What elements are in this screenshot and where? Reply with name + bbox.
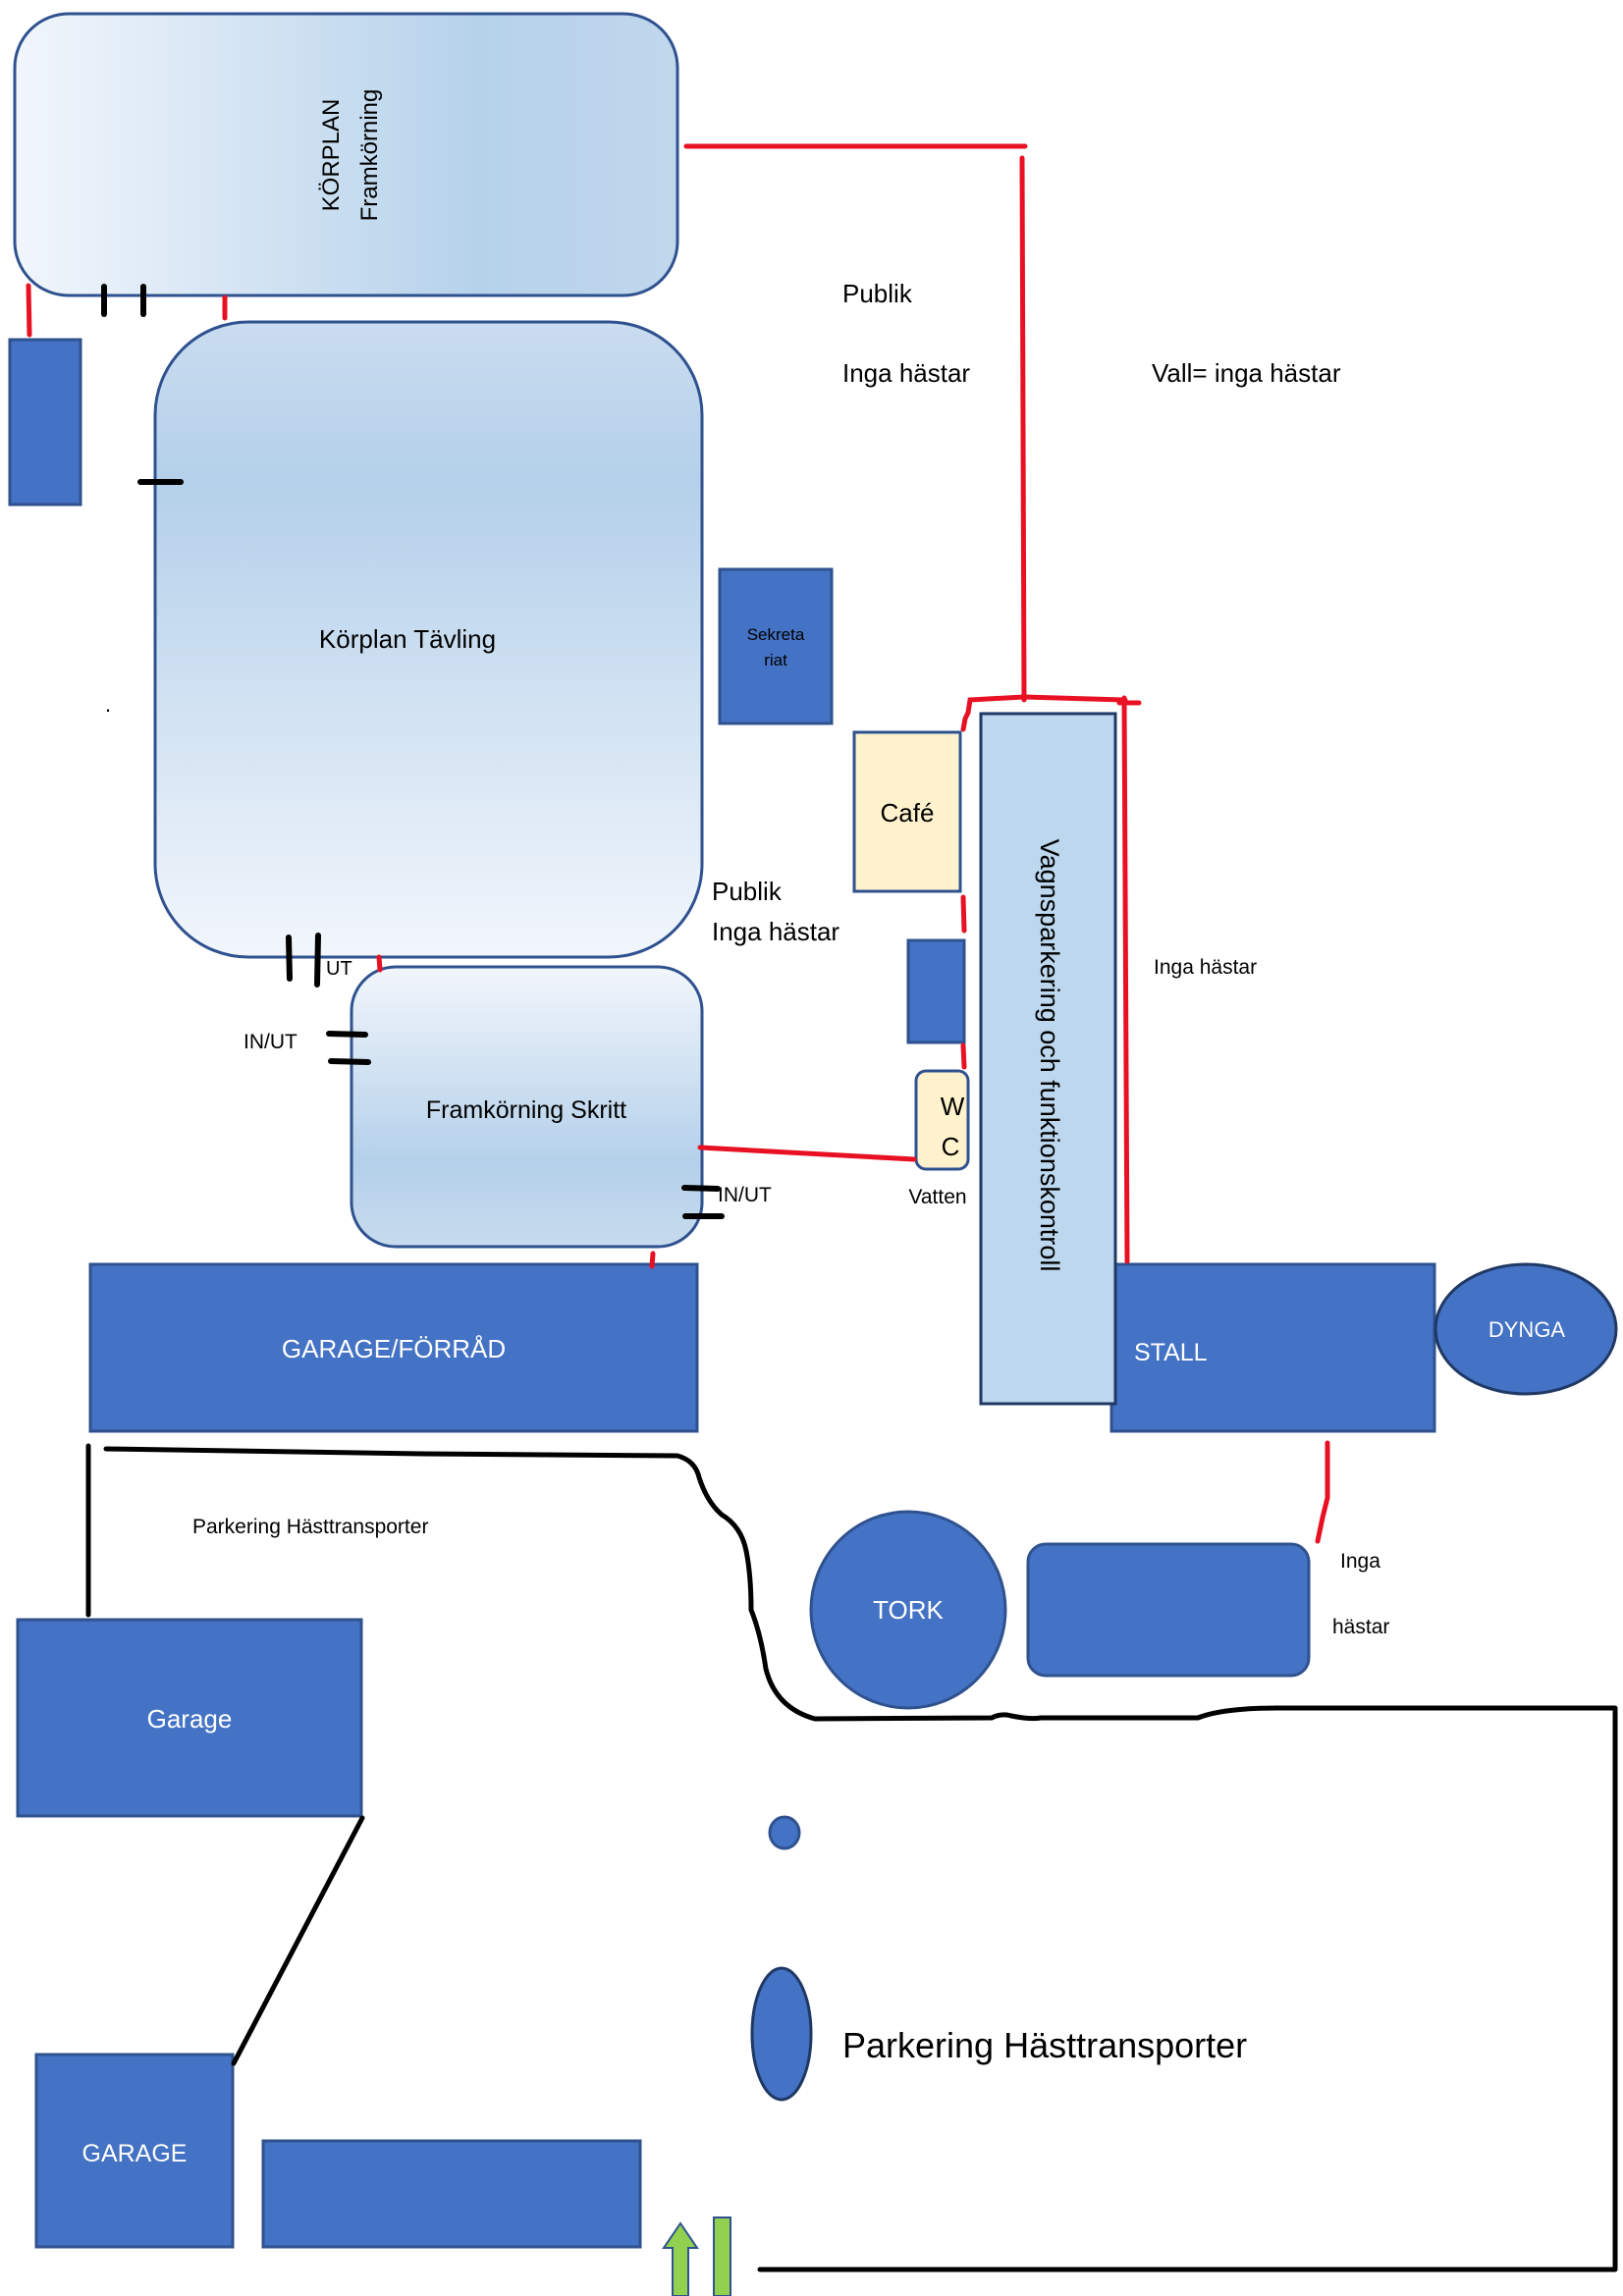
stall-building: STALL <box>1109 1262 1436 1433</box>
parkering-large-label: Parkering Hästtransporter <box>842 2025 1247 2065</box>
publik-mid-label: Publik <box>712 877 783 906</box>
tork-label: TORK <box>873 1595 944 1625</box>
stall-label: STALL <box>1134 1339 1208 1366</box>
korplan-framkorning-label-1: KÖRPLAN <box>318 99 345 212</box>
sekretariat-building: Sekreta riat <box>718 567 834 725</box>
sekretariat-label-1: Sekreta <box>747 625 805 644</box>
inga-hastar-mid-label: Inga hästar <box>712 917 839 946</box>
garage-upper-building: GARAGE <box>34 2053 235 2249</box>
in-ut-left-label: IN/UT <box>243 1031 298 1053</box>
dynga-label: DYNGA <box>1488 1317 1566 1342</box>
publik-top-label: Publik <box>842 279 913 308</box>
garage-label: Garage <box>147 1704 233 1734</box>
wc-building: W C <box>914 1069 970 1171</box>
garage-forrad-building: GARAGE/FÖRRÅD <box>88 1262 699 1433</box>
framkorning-skritt-area: Framkörning Skritt <box>350 965 704 1249</box>
wc-label-2: C <box>942 1132 960 1161</box>
small-building-left <box>8 338 82 507</box>
cafe-building: Café <box>852 730 962 893</box>
small-circle-marker <box>768 1815 801 1850</box>
inga-hastar-top-label: Inga hästar <box>842 358 970 388</box>
garage-building: Garage <box>16 1618 363 1818</box>
korplan-tavling-area: Körplan Tävling <box>153 320 704 959</box>
entrance-arrow-icon <box>662 2216 731 2296</box>
building-next-to-tork <box>1026 1542 1311 1678</box>
sekretariat-label-2: riat <box>764 651 787 669</box>
building-bottom <box>261 2139 642 2249</box>
gate-markers <box>101 284 725 1219</box>
in-ut-right-label: IN/UT <box>718 1184 772 1206</box>
korplan-framkorning-area: KÖRPLAN Framkörning <box>13 12 679 297</box>
framkorning-skritt-label: Framkörning Skritt <box>426 1096 626 1124</box>
garage-forrad-label: GARAGE/FÖRRÅD <box>282 1334 506 1363</box>
garage-upper-label: GARAGE <box>82 2140 188 2167</box>
inga-label: Inga <box>1340 1550 1380 1573</box>
parkering-small-label: Parkering Hästtransporter <box>192 1516 428 1538</box>
ut-label: UT <box>326 958 352 980</box>
vagnsparkering-area: Vagnsparkering och funktionskontroll <box>979 712 1117 1406</box>
korplan-framkorning-label-2: Framkörning <box>356 89 383 222</box>
vagnsparkering-label: Vagnsparkering och funktionskontroll <box>1035 839 1064 1272</box>
boundary-lines <box>85 1443 1618 2272</box>
inga-hastar-right-label: Inga hästar <box>1154 956 1257 979</box>
wc-label-1: W <box>941 1092 965 1121</box>
red-fence-lines <box>26 143 1330 1544</box>
dynga-area: DYNGA <box>1434 1262 1618 1396</box>
korplan-tavling-label: Körplan Tävling <box>319 624 496 654</box>
vatten-label: Vatten <box>908 1186 966 1208</box>
parking-ellipse-marker <box>750 1966 813 2102</box>
tork-area: TORK <box>809 1510 1007 1710</box>
hastar-label: hästar <box>1332 1616 1389 1638</box>
small-building-mid <box>906 938 966 1044</box>
vall-label: Vall= inga hästar <box>1152 358 1341 388</box>
stray-dot: . <box>105 692 111 717</box>
cafe-label: Café <box>881 798 935 828</box>
